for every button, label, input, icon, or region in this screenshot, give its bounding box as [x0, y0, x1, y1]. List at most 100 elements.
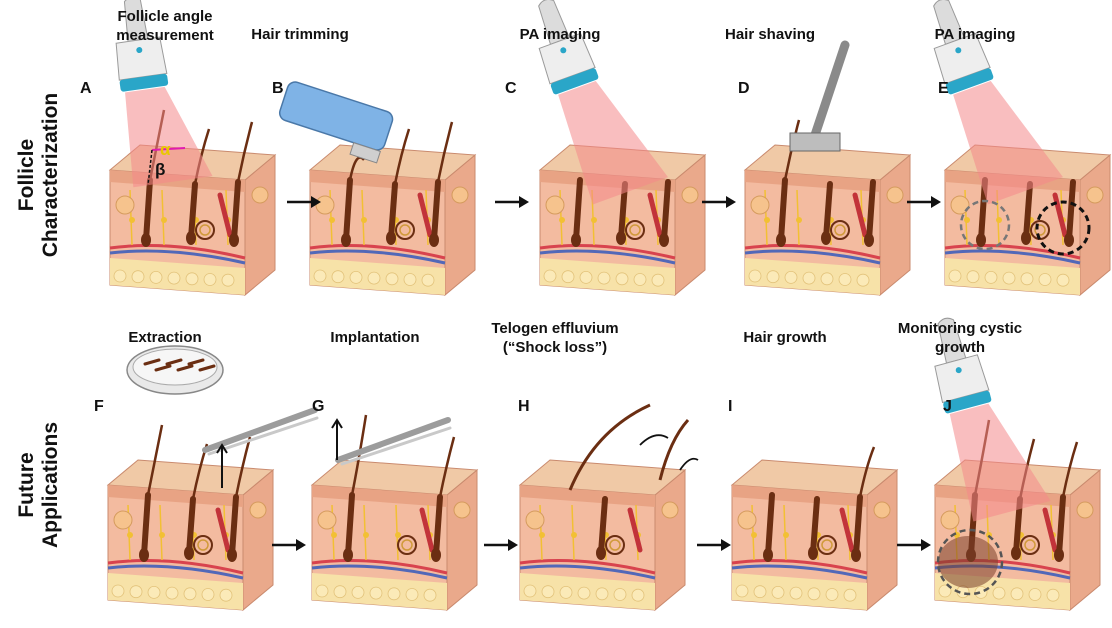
hair-follicle	[348, 495, 352, 555]
hair-bulb	[763, 548, 773, 562]
fat-cell	[424, 589, 436, 601]
fat-cell	[150, 271, 162, 283]
fat-cell	[352, 586, 364, 598]
fat-cell	[578, 587, 590, 599]
fat-cell	[1021, 273, 1033, 285]
fat-cell	[148, 586, 160, 598]
panel-letter: F	[94, 398, 104, 416]
fat-cell	[772, 586, 784, 598]
nerve-ending	[783, 532, 789, 538]
fat-cell	[220, 589, 232, 601]
panel-letter: H	[518, 398, 530, 416]
skin-cube	[108, 425, 273, 610]
panel-title: Hair shaving	[700, 25, 840, 44]
sebaceous-gland	[116, 196, 134, 214]
petri-dish-inner	[133, 349, 217, 385]
flow-arrowhead	[921, 539, 931, 551]
sebaceous-gland	[250, 502, 266, 518]
panel-letter: C	[505, 80, 517, 98]
fat-cell	[754, 586, 766, 598]
fat-cell	[130, 586, 142, 598]
fat-cell	[821, 273, 833, 285]
flow-arrow	[895, 538, 935, 552]
fat-cell	[524, 585, 536, 597]
nerve-ending	[363, 532, 369, 538]
fat-cell	[1011, 588, 1023, 600]
nerve-ending	[161, 217, 167, 223]
sebaceous-gland	[252, 187, 268, 203]
skin-cube	[732, 447, 897, 610]
fat-cell	[790, 587, 802, 599]
fat-cell	[316, 585, 328, 597]
panel-letter: A	[80, 80, 92, 98]
fat-cell	[542, 586, 554, 598]
fat-cell	[370, 587, 382, 599]
petri-dish-icon	[127, 346, 223, 394]
hair-bulb	[229, 233, 239, 247]
nerve-ending	[129, 217, 135, 223]
fat-cell	[785, 271, 797, 283]
nerve-ending	[395, 532, 401, 538]
hair-bulb	[141, 233, 151, 247]
sebaceous-gland	[874, 502, 890, 518]
nerve-ending	[331, 532, 337, 538]
fat-cell	[544, 270, 556, 282]
hair-follicle	[234, 182, 238, 240]
panel-title-line: (“Shock loss”)	[485, 338, 625, 357]
hair-bulb	[864, 233, 874, 247]
hair-follicle	[576, 180, 580, 240]
panel-title: PA imaging	[490, 25, 630, 44]
hair-follicle	[434, 182, 438, 240]
panel-title-line: growth	[890, 338, 1030, 357]
tweezers-arm	[342, 428, 450, 464]
hair-follicle	[436, 497, 440, 555]
hair-follicle	[813, 499, 817, 553]
nerve-ending	[964, 217, 970, 223]
hair-bulb	[1064, 233, 1074, 247]
sebaceous-gland	[887, 187, 903, 203]
flow-arrow	[482, 538, 522, 552]
nerve-ending	[127, 532, 133, 538]
nerve-ending	[764, 217, 770, 223]
fat-cell	[614, 589, 626, 601]
panel-title-line: Extraction	[95, 328, 235, 347]
flow-arrowhead	[519, 196, 529, 208]
fat-cell	[332, 271, 344, 283]
skin-cube	[310, 122, 475, 295]
fat-cell	[632, 589, 644, 601]
flow-arrowhead	[726, 196, 736, 208]
flow-arrow	[493, 195, 533, 209]
fat-cell	[114, 270, 126, 282]
sebaceous-gland	[114, 511, 132, 529]
hair-follicle	[1069, 182, 1073, 240]
tweezers-arm	[338, 420, 448, 460]
hair-bulb	[808, 546, 818, 560]
panel-title-line: Telogen effluvium	[485, 319, 625, 338]
sebaceous-gland	[682, 187, 698, 203]
panel-title: Monitoring cysticgrowth	[890, 319, 1030, 357]
sebaceous-gland	[452, 187, 468, 203]
fat-cell	[112, 585, 124, 597]
hair-follicle	[1026, 184, 1030, 238]
curved-arrow	[680, 459, 698, 470]
curved-arrow	[640, 435, 668, 445]
nerve-ending	[571, 532, 577, 538]
fat-cell	[368, 272, 380, 284]
sebaceous-gland	[1077, 502, 1093, 518]
flow-arrowhead	[296, 539, 306, 551]
fat-cell	[132, 271, 144, 283]
hair-bulb	[431, 548, 441, 562]
hair-bulb	[341, 233, 351, 247]
fat-cell	[350, 271, 362, 283]
hair-bulb	[1011, 546, 1021, 560]
nerve-ending	[329, 217, 335, 223]
hair-bulb	[429, 233, 439, 247]
fat-cell	[857, 274, 869, 286]
flow-arrow	[270, 538, 310, 552]
fat-cell	[168, 272, 180, 284]
fat-cell	[560, 586, 572, 598]
hair-bulb	[821, 231, 831, 245]
hair-bulb	[139, 548, 149, 562]
fat-cell	[222, 274, 234, 286]
